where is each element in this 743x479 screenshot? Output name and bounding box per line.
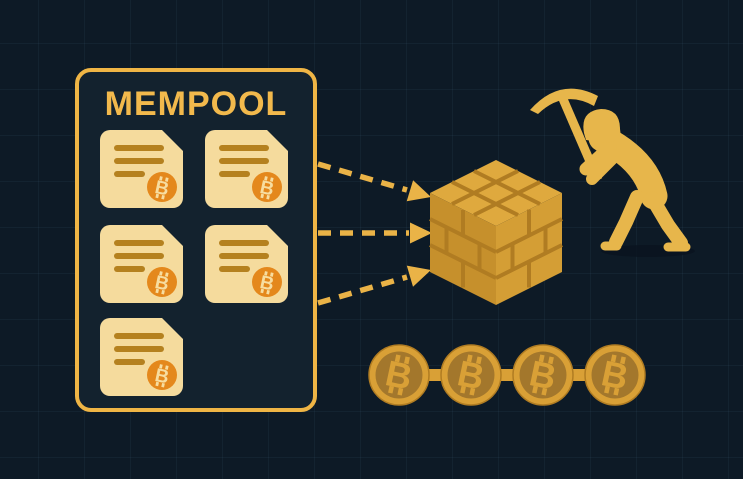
flow-arrow-top [317,161,431,202]
transaction-doc: B [205,130,288,208]
mempool-panel: MEMPOOL B B [75,68,317,412]
flow-arrow-middle [318,222,432,244]
bitcoin-coin: B [512,344,574,406]
miner-head-helmet [583,109,621,143]
doc-text-line [219,171,250,177]
doc-text-line [114,240,164,246]
chain-link [427,369,443,381]
mempool-title: MEMPOOL [104,85,288,123]
doc-text-line [114,346,164,352]
miner [530,88,695,257]
doc-text-line [114,145,164,151]
flow-arrow-bottom [317,265,431,306]
transaction-doc: B [100,225,183,303]
block-mortar-lines [429,169,563,288]
chain-link [571,369,587,381]
doc-text-line [114,171,145,177]
block-cube [429,160,563,305]
miner-front-leg [609,190,644,249]
bitcoin-coin: B [584,344,646,406]
doc-text-line [219,253,269,259]
transaction-doc: B [100,318,183,396]
bitcoin-badge-icon: B [147,172,177,202]
doc-text-line [219,145,269,151]
blockchain: B B B [368,344,646,406]
block-right-face [496,193,562,305]
doc-text-line [114,333,164,339]
miner-arm [586,149,622,185]
doc-text-line [219,158,269,164]
bitcoin-badge-icon: B [147,360,177,390]
bitcoin-coin: B [368,344,430,406]
doc-text-line [219,266,250,272]
chain-link [499,369,515,381]
bitcoin-coin: B [440,344,502,406]
miner-arm [579,140,617,176]
transaction-doc: B [100,130,183,208]
bitcoin-badge-icon: B [252,172,282,202]
bitcoin-badge-icon: B [147,267,177,297]
bitcoin-badge-icon: B [252,267,282,297]
pickaxe-head [530,88,598,114]
doc-text-line [114,359,145,365]
transaction-doc: B [205,225,288,303]
doc-text-line [114,266,145,272]
doc-text-line [114,158,164,164]
miner-back-leg [645,191,688,250]
block-left-face [430,193,496,305]
doc-text-line [219,240,269,246]
doc-text-line [114,253,164,259]
flow-arrows [317,161,432,306]
